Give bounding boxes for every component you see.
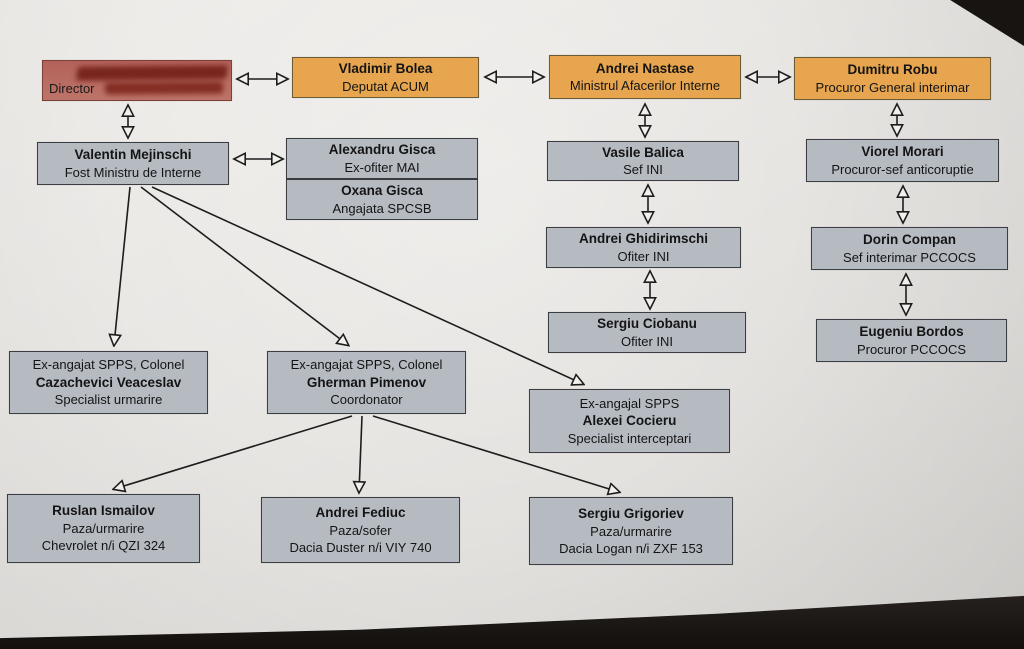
person-role: Paza/sofer (329, 522, 392, 538)
person-name: Dorin Compan (863, 232, 956, 248)
person-name: Alexei Cocieru (582, 413, 677, 429)
person-role: Paza/urmarire (62, 521, 145, 537)
person-pre: Ex-angajat SPPS, Colonel (32, 357, 185, 373)
person-pre: Ex-angajat SPPS, Colonel (290, 357, 443, 373)
person-role: Sef interimar PCCOCS (843, 249, 976, 265)
person-name: Andrei Ghidirimschi (578, 231, 709, 247)
person-role: Specialist interceptari (567, 430, 692, 446)
person-name: Andrei Nastase (595, 60, 695, 76)
org-node-dorin-compan: Dorin Compan Sef interimar PCCOCS (811, 227, 1008, 270)
redacted-text-streak (75, 65, 229, 81)
person-role: Procuror PCCOCS (856, 341, 967, 357)
person-role: Specialist urmarire (54, 392, 163, 408)
person-name: Vladimir Bolea (338, 61, 433, 77)
person-role: Fost Ministru de Interne (64, 164, 202, 180)
org-node-viorel-morari: Viorel Morari Procuror-sef anticoruptie (806, 139, 999, 182)
org-node-vladimir-bolea: Vladimir Bolea Deputat ACUM (292, 57, 479, 98)
org-node-cazachevici-veaceslav: Ex-angajat SPPS, Colonel Cazachevici Vea… (9, 351, 208, 414)
person-name: Andrei Fediuc (315, 504, 406, 520)
person-role: Sef INI (623, 162, 663, 178)
person-name: Valentin Mejinschi (74, 147, 192, 163)
person-name: Sergiu Grigoriev (578, 505, 684, 521)
person-name: Eugeniu Bordos (859, 324, 964, 340)
org-node-andrei-nastase: Andrei Nastase Ministrul Afacerilor Inte… (549, 55, 741, 99)
person-name: Ruslan Ismailov (52, 503, 155, 519)
org-node-dumitru-robu: Dumitru Robu Procuror General interimar (794, 57, 991, 100)
person-vehicle: Dacia Logan n/i ZXF 153 (559, 540, 703, 556)
org-node-vasile-balica: Vasile Balica Sef INI (547, 141, 739, 181)
org-node-andrei-ghidirimschi: Andrei Ghidirimschi Ofiter INI (546, 227, 741, 268)
person-name: Sergiu Ciobanu (597, 316, 697, 332)
org-node-alexandru-gisca: Alexandru Gisca Ex-ofiter MAI (286, 138, 478, 180)
org-node-sergiu-grigoriev: Sergiu Grigoriev Paza/urmarire Dacia Log… (529, 497, 733, 565)
redacted-name (104, 81, 224, 95)
person-role: Procuror-sef anticoruptie (831, 161, 974, 177)
person-name: Cazachevici Veaceslav (35, 374, 182, 390)
org-node-gherman-pimenov: Ex-angajat SPPS, Colonel Gherman Pimenov… (267, 351, 466, 414)
org-node-alexei-cocieru: Ex-angajal SPPS Alexei Cocieru Specialis… (529, 389, 730, 453)
person-role: Paza/urmarire (590, 523, 672, 539)
person-role: Ministrul Afacerilor Interne (569, 78, 721, 94)
person-name: Vasile Balica (602, 144, 684, 160)
person-role: Deputat ACUM (342, 78, 429, 94)
director-label: Director (49, 80, 95, 96)
org-node-director: Director (42, 60, 232, 101)
org-node-andrei-fediuc: Andrei Fediuc Paza/sofer Dacia Duster n/… (261, 497, 460, 563)
org-node-ruslan-ismailov: Ruslan Ismailov Paza/urmarire Chevrolet … (7, 494, 200, 563)
person-role: Procuror General interimar (815, 79, 970, 95)
person-role: Angajata SPCSB (332, 200, 432, 216)
person-vehicle: Chevrolet n/i QZI 324 (41, 538, 166, 554)
org-node-eugeniu-bordos: Eugeniu Bordos Procuror PCCOCS (816, 319, 1007, 362)
person-pre: Ex-angajal SPPS (579, 395, 680, 411)
person-role: Ex-ofiter MAI (344, 159, 420, 175)
person-name: Oxana Gisca (341, 183, 423, 199)
org-node-sergiu-ciobanu: Sergiu Ciobanu Ofiter INI (548, 312, 746, 353)
org-node-oxana-gisca: Oxana Gisca Angajata SPCSB (286, 180, 478, 220)
org-node-valentin-mejinschi: Valentin Mejinschi Fost Ministru de Inte… (37, 142, 229, 185)
person-name: Gherman Pimenov (306, 374, 427, 390)
person-role: Ofiter INI (620, 333, 673, 349)
person-vehicle: Dacia Duster n/i VIY 740 (289, 539, 432, 555)
person-name: Viorel Morari (861, 144, 944, 160)
person-name: Alexandru Gisca (328, 142, 436, 158)
person-name: Dumitru Robu (847, 62, 938, 78)
person-role: Ofiter INI (617, 248, 670, 264)
person-role: Coordonator (330, 392, 403, 408)
